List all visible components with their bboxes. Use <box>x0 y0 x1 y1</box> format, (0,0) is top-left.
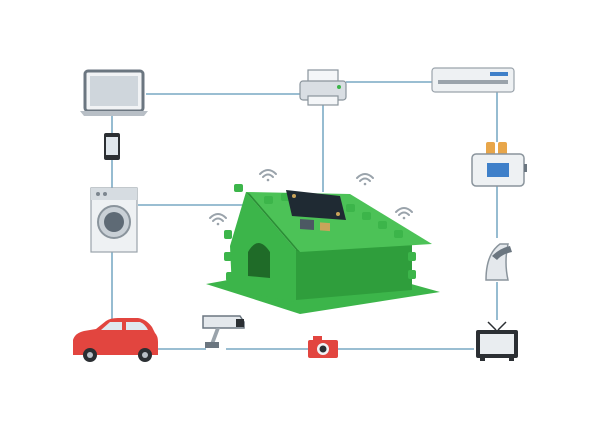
connector-lines <box>111 81 498 350</box>
wifi-icon <box>259 169 277 182</box>
wifi-signals <box>209 169 413 226</box>
washing-machine-icon <box>90 187 138 253</box>
house-side-wall <box>296 244 412 300</box>
television-icon <box>476 321 518 361</box>
car-icon <box>73 318 158 362</box>
wall-teeth <box>224 184 416 281</box>
printer-icon <box>299 69 347 106</box>
house-front-edge <box>246 192 300 252</box>
camera-icon <box>308 336 338 358</box>
laptop-icon <box>80 69 148 116</box>
wifi-icon <box>395 207 413 220</box>
green-house <box>206 184 440 314</box>
security-camera-icon <box>202 315 245 348</box>
smartphone-icon <box>104 133 120 160</box>
air-conditioner-icon <box>431 67 515 93</box>
roof-teeth <box>264 193 403 238</box>
toaster-icon <box>471 142 527 187</box>
house-door <box>248 243 270 278</box>
iron-icon <box>485 243 512 281</box>
wifi-icon <box>356 173 374 186</box>
iot-board <box>286 190 346 232</box>
wifi-icon <box>209 213 227 226</box>
